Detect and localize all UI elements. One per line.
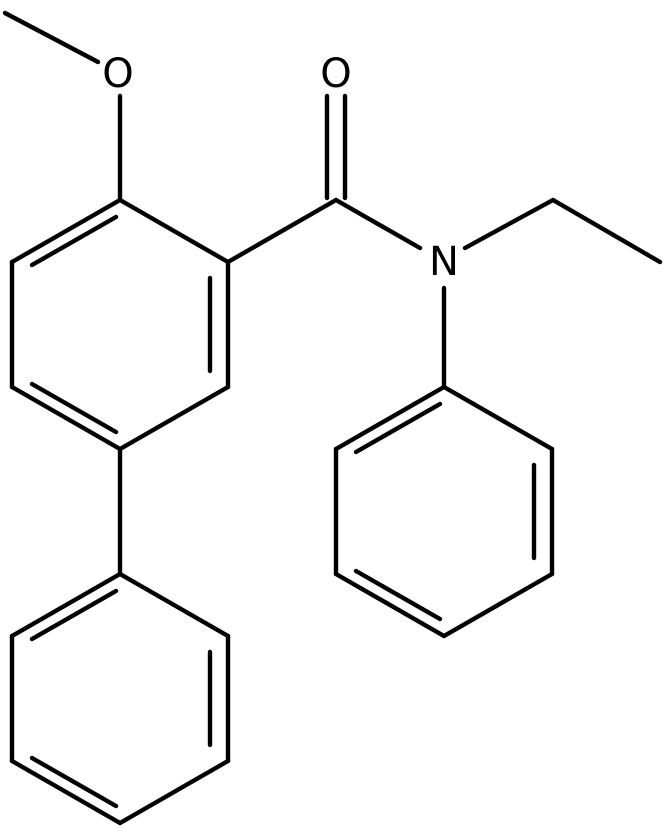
ring-bond	[9, 758, 123, 826]
central-benzene-ring	[9, 197, 231, 452]
nitrogen-to-ethyl-bond	[462, 197, 556, 251]
ring-bond	[117, 197, 231, 265]
ring-inner-double-bond	[29, 214, 119, 268]
ring-bond	[117, 758, 231, 826]
ring-inner-double-bond	[29, 588, 119, 642]
lower-phenyl-ring	[9, 571, 231, 826]
ring-inner-double-bond	[29, 381, 119, 435]
ring-bond	[441, 384, 555, 452]
ring-bond	[333, 571, 447, 639]
n-phenyl-ring	[333, 384, 555, 639]
amide-nitrogen-label: N	[429, 239, 459, 285]
ring-bond	[9, 197, 123, 265]
ring-bond	[9, 571, 123, 639]
ring-inner-double-bond	[353, 568, 443, 622]
ring-bond	[117, 571, 231, 639]
ring-inner-double-bond	[29, 755, 119, 809]
carbonyl-oxygen-label: O	[320, 51, 351, 97]
methoxy-oxygen-label: O	[102, 51, 133, 97]
methyl-to-oxygen-bond	[2, 10, 101, 65]
ring-bond	[117, 384, 231, 452]
ring-bond	[441, 571, 555, 639]
ring-bond	[9, 384, 123, 452]
ethyl-bond	[550, 197, 663, 265]
ring-to-carbonyl-bond	[225, 197, 339, 265]
carbonyl-to-nitrogen-bond	[333, 197, 423, 251]
ring-bond	[333, 384, 447, 452]
ring-inner-double-bond	[353, 401, 443, 455]
